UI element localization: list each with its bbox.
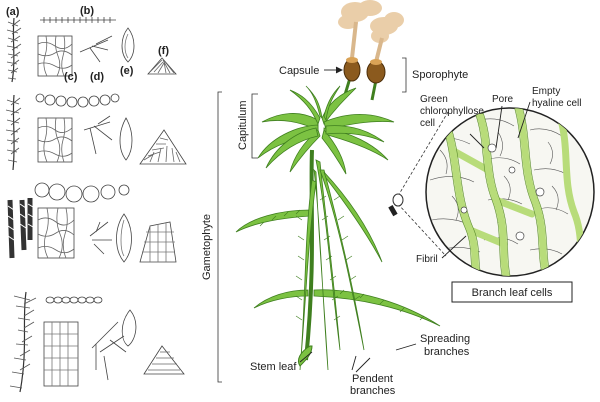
leaf-outline-4 xyxy=(121,309,137,347)
branch-pendent-4 xyxy=(299,179,317,371)
capitulum-tufts xyxy=(257,85,395,175)
panel-label-d: (d) xyxy=(90,71,104,83)
sphagnum-plant xyxy=(235,0,441,371)
moss-shoot-3 xyxy=(7,198,33,259)
leaf-outline-e xyxy=(121,27,135,63)
branches xyxy=(235,159,441,371)
specimen-plate xyxy=(5,17,187,393)
pendent-label-1: Pendent xyxy=(352,373,393,385)
brackets xyxy=(217,57,407,383)
branch-cluster-3 xyxy=(89,221,112,255)
capitulum-label: Capitulum xyxy=(237,100,249,150)
branch-right-spread xyxy=(313,289,441,327)
branch-left-upper xyxy=(235,209,311,233)
sporophyte-bracket xyxy=(402,57,407,93)
pores xyxy=(460,143,545,241)
main-stem xyxy=(304,149,314,361)
pointer-lines xyxy=(299,66,417,373)
sporophyte-label: Sporophyte xyxy=(412,69,468,81)
capsule-label: Capsule xyxy=(279,65,319,77)
leaf-fan-2 xyxy=(139,129,187,165)
panel-label-a: (a) xyxy=(6,6,20,18)
branch-leaf-cells-label: Branch leaf cells xyxy=(472,287,553,299)
spreading-label-2: branches xyxy=(424,346,470,358)
cell-fan-3 xyxy=(139,221,177,263)
pore-label: Pore xyxy=(492,94,514,105)
leaf-outline-3 xyxy=(116,213,132,263)
cell-network-c xyxy=(37,35,73,77)
cell-chain-3 xyxy=(34,182,130,203)
fibril-label: Fibril xyxy=(416,254,438,265)
cell-chain-2 xyxy=(35,93,120,108)
green-cell-label-1: Green xyxy=(420,94,448,105)
specimen-row-2 xyxy=(5,93,187,171)
specimen-row-1 xyxy=(6,17,177,83)
leaf-fan-f xyxy=(147,57,177,75)
green-cell-label-2: chlorophyllose xyxy=(420,106,484,117)
green-cell-label-3: cell xyxy=(420,118,435,129)
empty-label-1: Empty xyxy=(532,86,560,97)
panel-label-e: (e) xyxy=(120,65,134,77)
source-leaf-marker xyxy=(392,193,404,207)
cell-network-3 xyxy=(37,207,75,259)
panel-label-b: (b) xyxy=(80,5,94,17)
branch-pendent-3 xyxy=(313,168,329,371)
branch-pendent-2 xyxy=(319,169,365,351)
branch-cluster-d xyxy=(79,35,113,63)
spore-cloud xyxy=(338,0,404,43)
branch-leaf-cells-box xyxy=(451,281,573,303)
branch-leaf-magnifier: Green chlorophyllose cell Pore Empty hya… xyxy=(388,86,595,303)
leaf-fan-4 xyxy=(143,345,185,375)
stem-leaf-label: Stem leaf xyxy=(250,361,297,373)
specimen-row-4 xyxy=(9,291,185,393)
gametophyte-label: Gametophyte xyxy=(201,214,213,280)
cell-network-4 xyxy=(43,321,79,387)
stem-leaf xyxy=(297,345,313,367)
branch-pendent-5 xyxy=(323,171,383,263)
empty-label-2: hyaline cell xyxy=(532,98,581,109)
cell-chain-4 xyxy=(45,296,103,304)
leaf-outline-2 xyxy=(119,117,133,161)
branch-left-lower xyxy=(253,289,309,309)
panel-label-c: (c) xyxy=(64,71,78,83)
branch-cluster-4 xyxy=(91,321,127,381)
pendent-label-2: branches xyxy=(350,385,396,397)
spreading-label-1: Spreading xyxy=(420,333,470,345)
gametophyte-bracket xyxy=(217,91,222,383)
branch-cluster-2 xyxy=(83,115,113,155)
specimen-row-3 xyxy=(7,182,177,263)
moss-shoot-4 xyxy=(19,291,27,393)
capitulum-bracket xyxy=(251,93,258,159)
branch-pendent-1 xyxy=(315,159,341,351)
panel-label-f: (f) xyxy=(158,45,169,57)
